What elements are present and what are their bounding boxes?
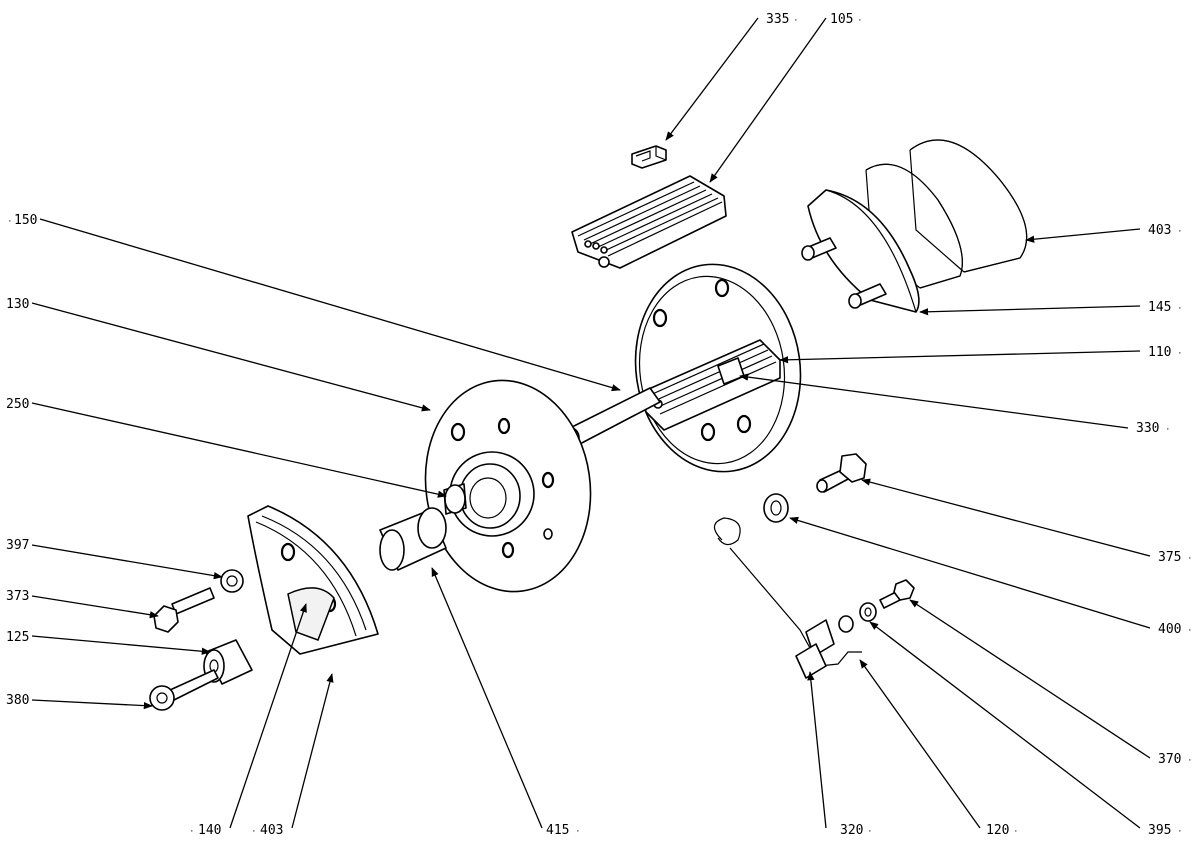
svg-text:·: · (1166, 423, 1170, 435)
leader-150 (39, 218, 621, 392)
leader-lines (31, 17, 1151, 829)
svg-text:·: · (8, 215, 12, 227)
part-395-washer (838, 602, 877, 633)
leader-250 (31, 402, 447, 498)
svg-text:·: · (1014, 825, 1018, 837)
svg-text:·: · (868, 825, 872, 837)
callout-400: 400 (1158, 622, 1181, 637)
callout-375: 375 (1158, 550, 1181, 565)
leader-403b (291, 673, 334, 829)
part-130-front-flange (424, 379, 592, 593)
svg-text:·: · (1178, 302, 1182, 314)
svg-text:·: · (1178, 225, 1182, 237)
leader-375 (861, 478, 1151, 557)
leader-403a (1025, 228, 1141, 243)
part-400-washer (763, 493, 789, 523)
leader-370 (909, 599, 1151, 759)
callout-150: 150 (14, 213, 37, 228)
leader-400 (789, 516, 1151, 629)
callout-140: 140 (198, 823, 221, 838)
leader-320 (807, 671, 827, 829)
callout-125: 125 (6, 630, 29, 645)
callout-250: 250 (6, 397, 29, 412)
svg-text:·: · (858, 14, 862, 26)
part-373-bolt (153, 587, 215, 633)
callout-380: 380 (6, 693, 29, 708)
leader-105 (709, 17, 827, 183)
leader-395 (869, 621, 1141, 829)
part-415-bushing (379, 507, 447, 571)
svg-text:·: · (576, 825, 580, 837)
callout-415: 415 (546, 823, 569, 838)
leader-130 (31, 302, 431, 412)
callout-130: 130 (6, 297, 29, 312)
callout-403-lower: 403 (260, 823, 283, 838)
part-397-washer (220, 569, 244, 593)
part-380-socket-screw (149, 669, 219, 711)
leader-120 (859, 659, 981, 829)
leader-373 (31, 595, 159, 619)
callout-330: 330 (1136, 421, 1159, 436)
leader-415 (431, 567, 543, 829)
callout-370: 370 (1158, 752, 1181, 767)
leader-380 (31, 699, 153, 710)
leader-125 (31, 635, 211, 655)
part-105-ribbed-block (571, 175, 727, 269)
callout-labels: 335 · 105 · · 150 403 · 130 145 · 110 · … (6, 12, 1192, 838)
leader-330 (739, 373, 1129, 429)
part-375-bolt (816, 453, 867, 493)
svg-text:·: · (190, 825, 194, 837)
callout-120: 120 (986, 823, 1009, 838)
callout-335: 335 (766, 12, 789, 27)
svg-text:·: · (1188, 754, 1192, 766)
leader-397 (31, 544, 223, 580)
callout-320: 320 (840, 823, 863, 838)
part-370-bolt (879, 579, 915, 609)
part-140-front-guard (247, 505, 379, 655)
svg-text:·: · (1178, 825, 1182, 837)
part-335-clip (631, 145, 667, 169)
part-320-clip (795, 619, 835, 679)
svg-text:·: · (1188, 624, 1192, 636)
part-145-plate (801, 189, 920, 313)
leader-110 (779, 350, 1141, 364)
callout-110: 110 (1148, 345, 1171, 360)
leader-140 (229, 603, 307, 829)
svg-text:·: · (794, 14, 798, 26)
callout-395: 395 (1148, 823, 1171, 838)
part-250-pin (443, 483, 467, 515)
callout-145: 145 (1148, 300, 1171, 315)
leader-145 (919, 305, 1141, 316)
callout-397: 397 (6, 538, 29, 553)
callout-403-upper: 403 (1148, 223, 1171, 238)
svg-text:·: · (252, 825, 256, 837)
leader-335 (665, 17, 759, 141)
svg-text:·: · (1178, 347, 1182, 359)
svg-text:·: · (1188, 552, 1192, 564)
callout-373: 373 (6, 589, 29, 604)
callout-105: 105 (830, 12, 853, 27)
part-120-spring-arm (713, 517, 862, 667)
